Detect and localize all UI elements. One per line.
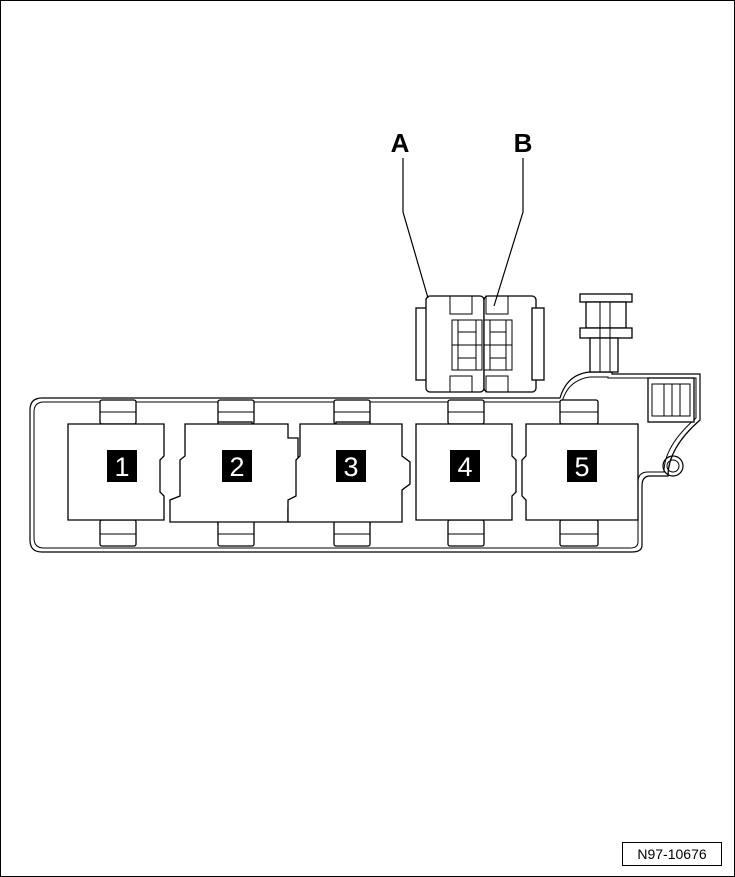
- relay-number-badge: 3: [336, 450, 366, 482]
- relay-number-2: 2: [229, 452, 244, 482]
- relay-number-badge: 5: [567, 450, 597, 482]
- relay-number-4: 4: [457, 452, 472, 482]
- relay-a: [415, 295, 485, 393]
- mounting-clip: [647, 377, 695, 423]
- relay-number-badge: 4: [450, 450, 480, 482]
- callout-b: B: [514, 128, 533, 158]
- figure-reference-code: N97-10676: [622, 842, 722, 866]
- relay-number-badge: 1: [107, 450, 137, 482]
- callout-leaders: [402, 158, 524, 307]
- relay-b: [483, 295, 545, 393]
- relay-number-1: 1: [114, 452, 129, 482]
- callout-a: A: [391, 128, 410, 158]
- relay-number-badge: 2: [222, 450, 252, 482]
- cable-holder: [579, 293, 633, 373]
- relay-number-3: 3: [343, 452, 358, 482]
- relay-number-5: 5: [574, 452, 589, 482]
